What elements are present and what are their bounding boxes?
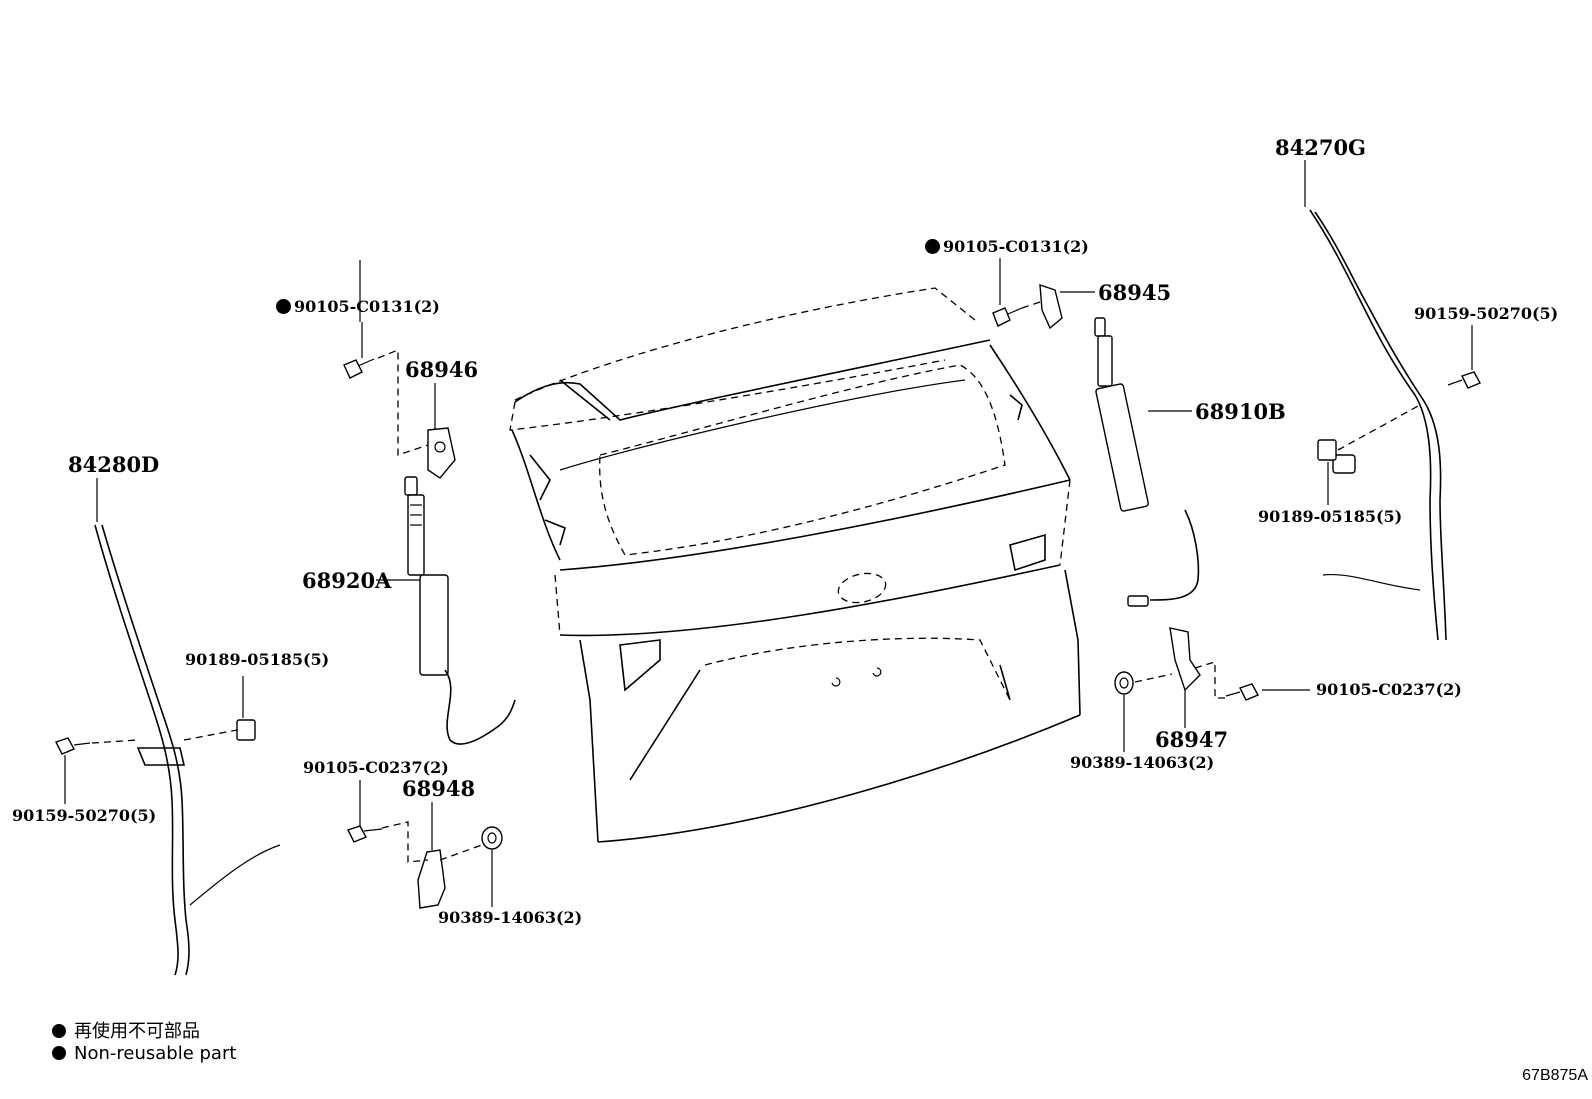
bracket-68948 [417, 849, 446, 909]
label-screw-left: 90159-50270(5) [12, 806, 157, 825]
strut-68910B [1094, 317, 1200, 607]
bracket-68945 [1039, 284, 1063, 330]
label-screw-right: 90159-50270(5) [1414, 304, 1559, 323]
label-bolt-right-mid: 90105-C0237(2) [1316, 680, 1462, 699]
screw-left [55, 737, 91, 755]
label-bolt-left-top: 90105-C0131(2) [276, 297, 440, 316]
label-68946: 68946 [405, 357, 479, 382]
strut-68920A [404, 476, 516, 745]
non-reusable-dot-icon [276, 299, 291, 314]
non-reusable-dot-icon [52, 1046, 66, 1060]
washer-left [481, 826, 503, 850]
label-68910B: 68910B [1195, 399, 1286, 424]
label-washer-left: 90389-14063(2) [438, 908, 583, 927]
label-68948: 68948 [402, 776, 476, 801]
bolt-right-mid [1225, 683, 1259, 701]
non-reusable-dot-icon [52, 1024, 66, 1038]
assembly-lines [91, 301, 1421, 863]
harness-84280D [94, 524, 281, 976]
label-clip-right: 90189-05185(5) [1258, 507, 1403, 526]
label-68947: 68947 [1155, 727, 1229, 752]
label-84270G: 84270G [1275, 135, 1366, 160]
label-bolt-right-top: 90105-C0131(2) [925, 237, 1089, 256]
bracket-68946 [427, 427, 456, 479]
bolt-left-top [343, 358, 375, 379]
non-reusable-dot-icon [925, 239, 940, 254]
label-clip-left: 90189-05185(5) [185, 650, 330, 669]
bolt-right-top [992, 307, 1023, 327]
label-bolt-left-low: 90105-C0237(2) [303, 758, 449, 777]
leader-lines [64, 160, 1473, 907]
clip-right [1317, 439, 1337, 461]
label-68920A: 68920A [302, 568, 392, 593]
bolt-left-low [347, 825, 383, 843]
bracket-68947 [1169, 627, 1201, 692]
legend-en: Non-reusable part [52, 1043, 236, 1064]
washer-right [1114, 671, 1134, 695]
back-door-panel [509, 287, 1081, 843]
label-84280D: 84280D [68, 452, 160, 477]
label-washer-right: 90389-14063(2) [1070, 753, 1215, 772]
legend-jp: 再使用不可部品 [52, 1017, 200, 1043]
screw-right [1447, 371, 1481, 389]
harness-84270G [1309, 209, 1447, 641]
diagram-code: 67B875A [1522, 1067, 1588, 1084]
label-68945: 68945 [1098, 280, 1172, 305]
